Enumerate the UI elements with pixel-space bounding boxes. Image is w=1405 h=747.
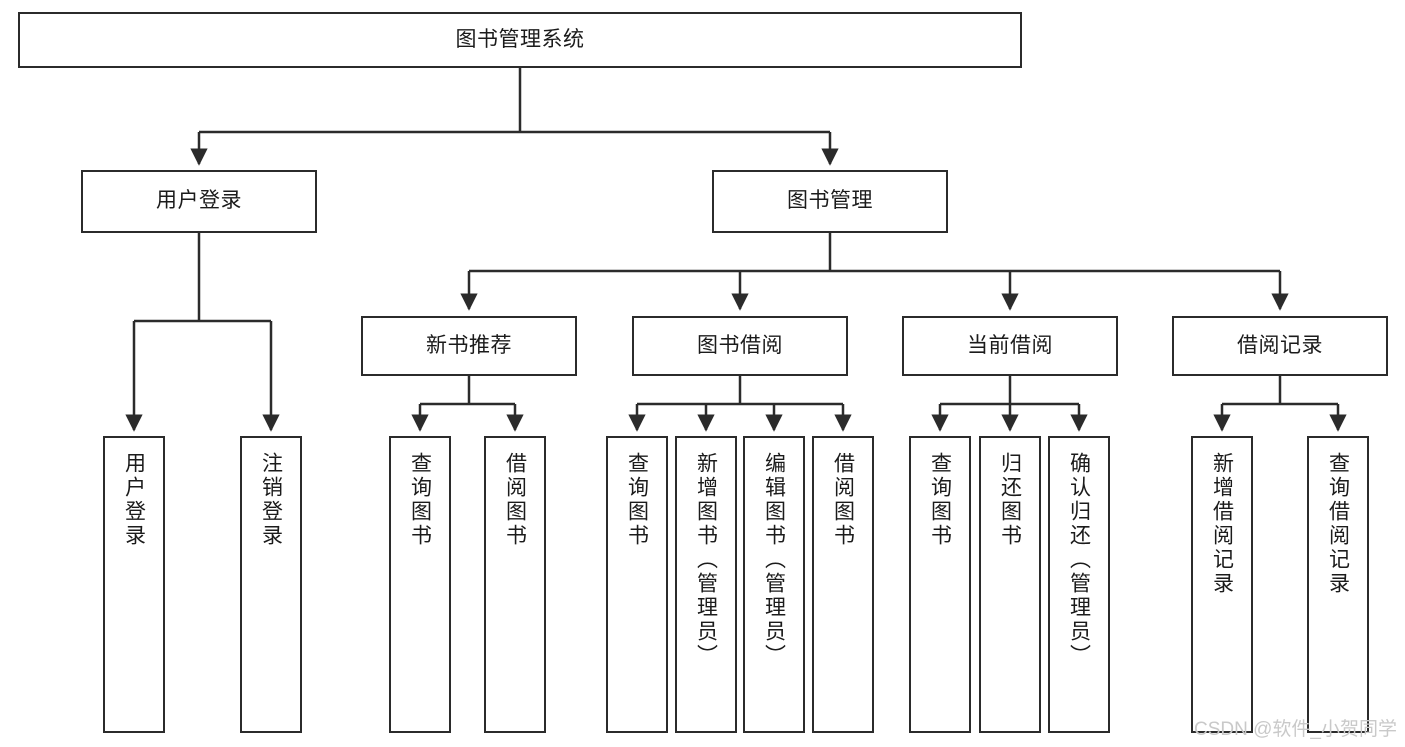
node-leaf-confirm-return[interactable]: 确认归还（管理员） [1048, 436, 1110, 733]
node-leaf-borrow-book-2[interactable]: 借阅图书 [812, 436, 874, 733]
node-book-manage[interactable]: 图书管理 [712, 170, 948, 233]
node-leaf-borrow-book-1[interactable]: 借阅图书 [484, 436, 546, 733]
node-book-manage-label: 图书管理 [787, 189, 873, 213]
node-book-borrow[interactable]: 图书借阅 [632, 316, 848, 376]
node-leaf-query-book-3-label: 查询图书 [928, 452, 952, 548]
node-leaf-logout[interactable]: 注销登录 [240, 436, 302, 733]
node-leaf-add-book-label: 新增图书（管理员） [694, 452, 718, 668]
node-user-login-label: 用户登录 [156, 189, 242, 213]
node-leaf-return-book[interactable]: 归还图书 [979, 436, 1041, 733]
node-leaf-edit-book[interactable]: 编辑图书（管理员） [743, 436, 805, 733]
node-new-book-recommend[interactable]: 新书推荐 [361, 316, 577, 376]
node-leaf-query-book-2[interactable]: 查询图书 [606, 436, 668, 733]
node-leaf-user-login-label: 用户登录 [122, 452, 146, 548]
node-leaf-query-book-3[interactable]: 查询图书 [909, 436, 971, 733]
node-leaf-borrow-book-1-label: 借阅图书 [503, 452, 527, 548]
node-leaf-add-record[interactable]: 新增借阅记录 [1191, 436, 1253, 733]
node-leaf-logout-label: 注销登录 [259, 452, 283, 548]
node-leaf-query-book-1[interactable]: 查询图书 [389, 436, 451, 733]
node-leaf-return-book-label: 归还图书 [998, 452, 1022, 548]
node-user-login[interactable]: 用户登录 [81, 170, 317, 233]
node-leaf-edit-book-label: 编辑图书（管理员） [762, 452, 786, 668]
node-leaf-confirm-return-label: 确认归还（管理员） [1067, 452, 1091, 668]
node-leaf-query-book-2-label: 查询图书 [625, 452, 649, 548]
node-book-borrow-label: 图书借阅 [697, 333, 783, 357]
node-leaf-query-book-1-label: 查询图书 [408, 452, 432, 548]
csdn-watermark: CSDN @软件_小贺同学 [1194, 719, 1397, 740]
node-borrow-record[interactable]: 借阅记录 [1172, 316, 1388, 376]
node-root-label: 图书管理系统 [455, 27, 585, 51]
node-leaf-query-record-label: 查询借阅记录 [1326, 452, 1350, 596]
node-leaf-add-record-label: 新增借阅记录 [1210, 452, 1234, 596]
node-leaf-add-book[interactable]: 新增图书（管理员） [675, 436, 737, 733]
node-current-borrow-label: 当前借阅 [967, 333, 1053, 357]
node-leaf-user-login[interactable]: 用户登录 [103, 436, 165, 733]
node-current-borrow[interactable]: 当前借阅 [902, 316, 1118, 376]
node-leaf-query-record[interactable]: 查询借阅记录 [1307, 436, 1369, 733]
node-leaf-borrow-book-2-label: 借阅图书 [831, 452, 855, 548]
node-new-book-recommend-label: 新书推荐 [426, 333, 512, 357]
node-root[interactable]: 图书管理系统 [18, 12, 1022, 68]
node-borrow-record-label: 借阅记录 [1237, 333, 1323, 357]
